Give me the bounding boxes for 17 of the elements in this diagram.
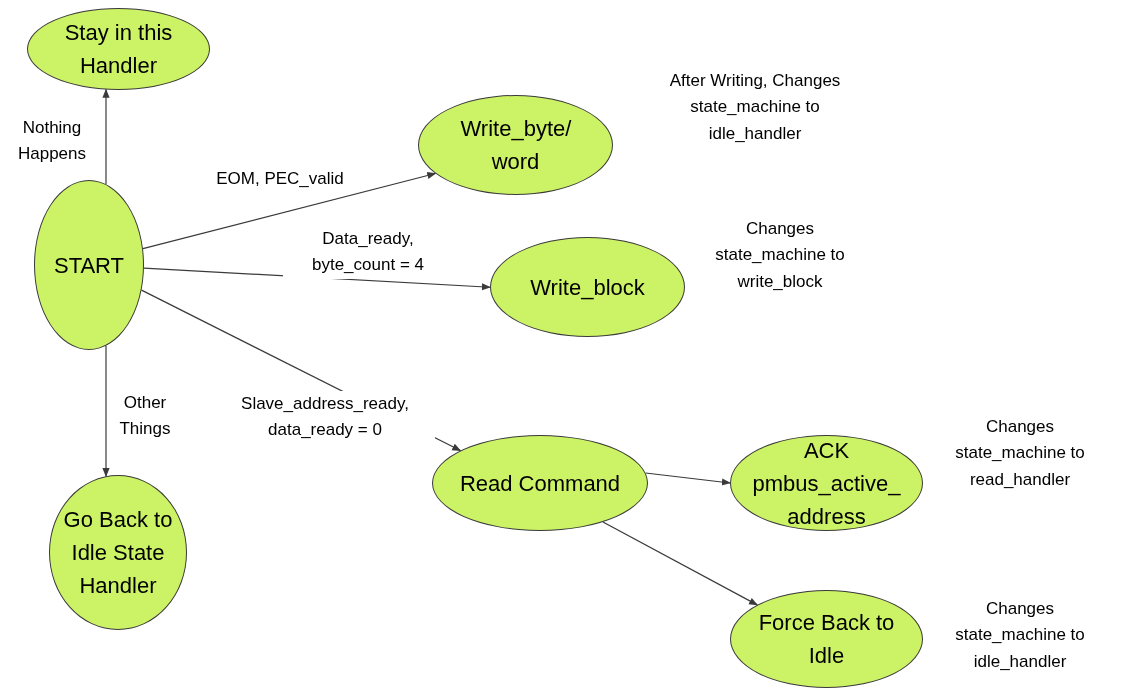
state-label: Force Back to Idle: [757, 609, 896, 670]
state-label: START: [53, 251, 125, 280]
arrow: [102, 88, 110, 185]
state-label: Write_block: [530, 273, 645, 302]
state-label: Stay in this Handler: [63, 19, 174, 80]
state-label: ACK pmbus_active_ address: [751, 436, 902, 531]
state-note: Changes state_machine to idle_handler: [954, 598, 1086, 673]
state-label: Go Back to Idle State Handler: [62, 506, 174, 600]
arrow: [645, 472, 731, 486]
state-label: Write_byte/ word: [460, 115, 571, 176]
state-label: Read Command: [459, 469, 621, 498]
arrow: [602, 521, 758, 606]
arrow: [142, 172, 437, 250]
state-note: Changes state_machine to write_block: [714, 218, 846, 293]
state-note: After Writing, Changes state_machine to idle_handler: [668, 70, 842, 145]
state-note: Changes state_machine to read_handler: [954, 416, 1086, 491]
arrow: [102, 345, 110, 478]
